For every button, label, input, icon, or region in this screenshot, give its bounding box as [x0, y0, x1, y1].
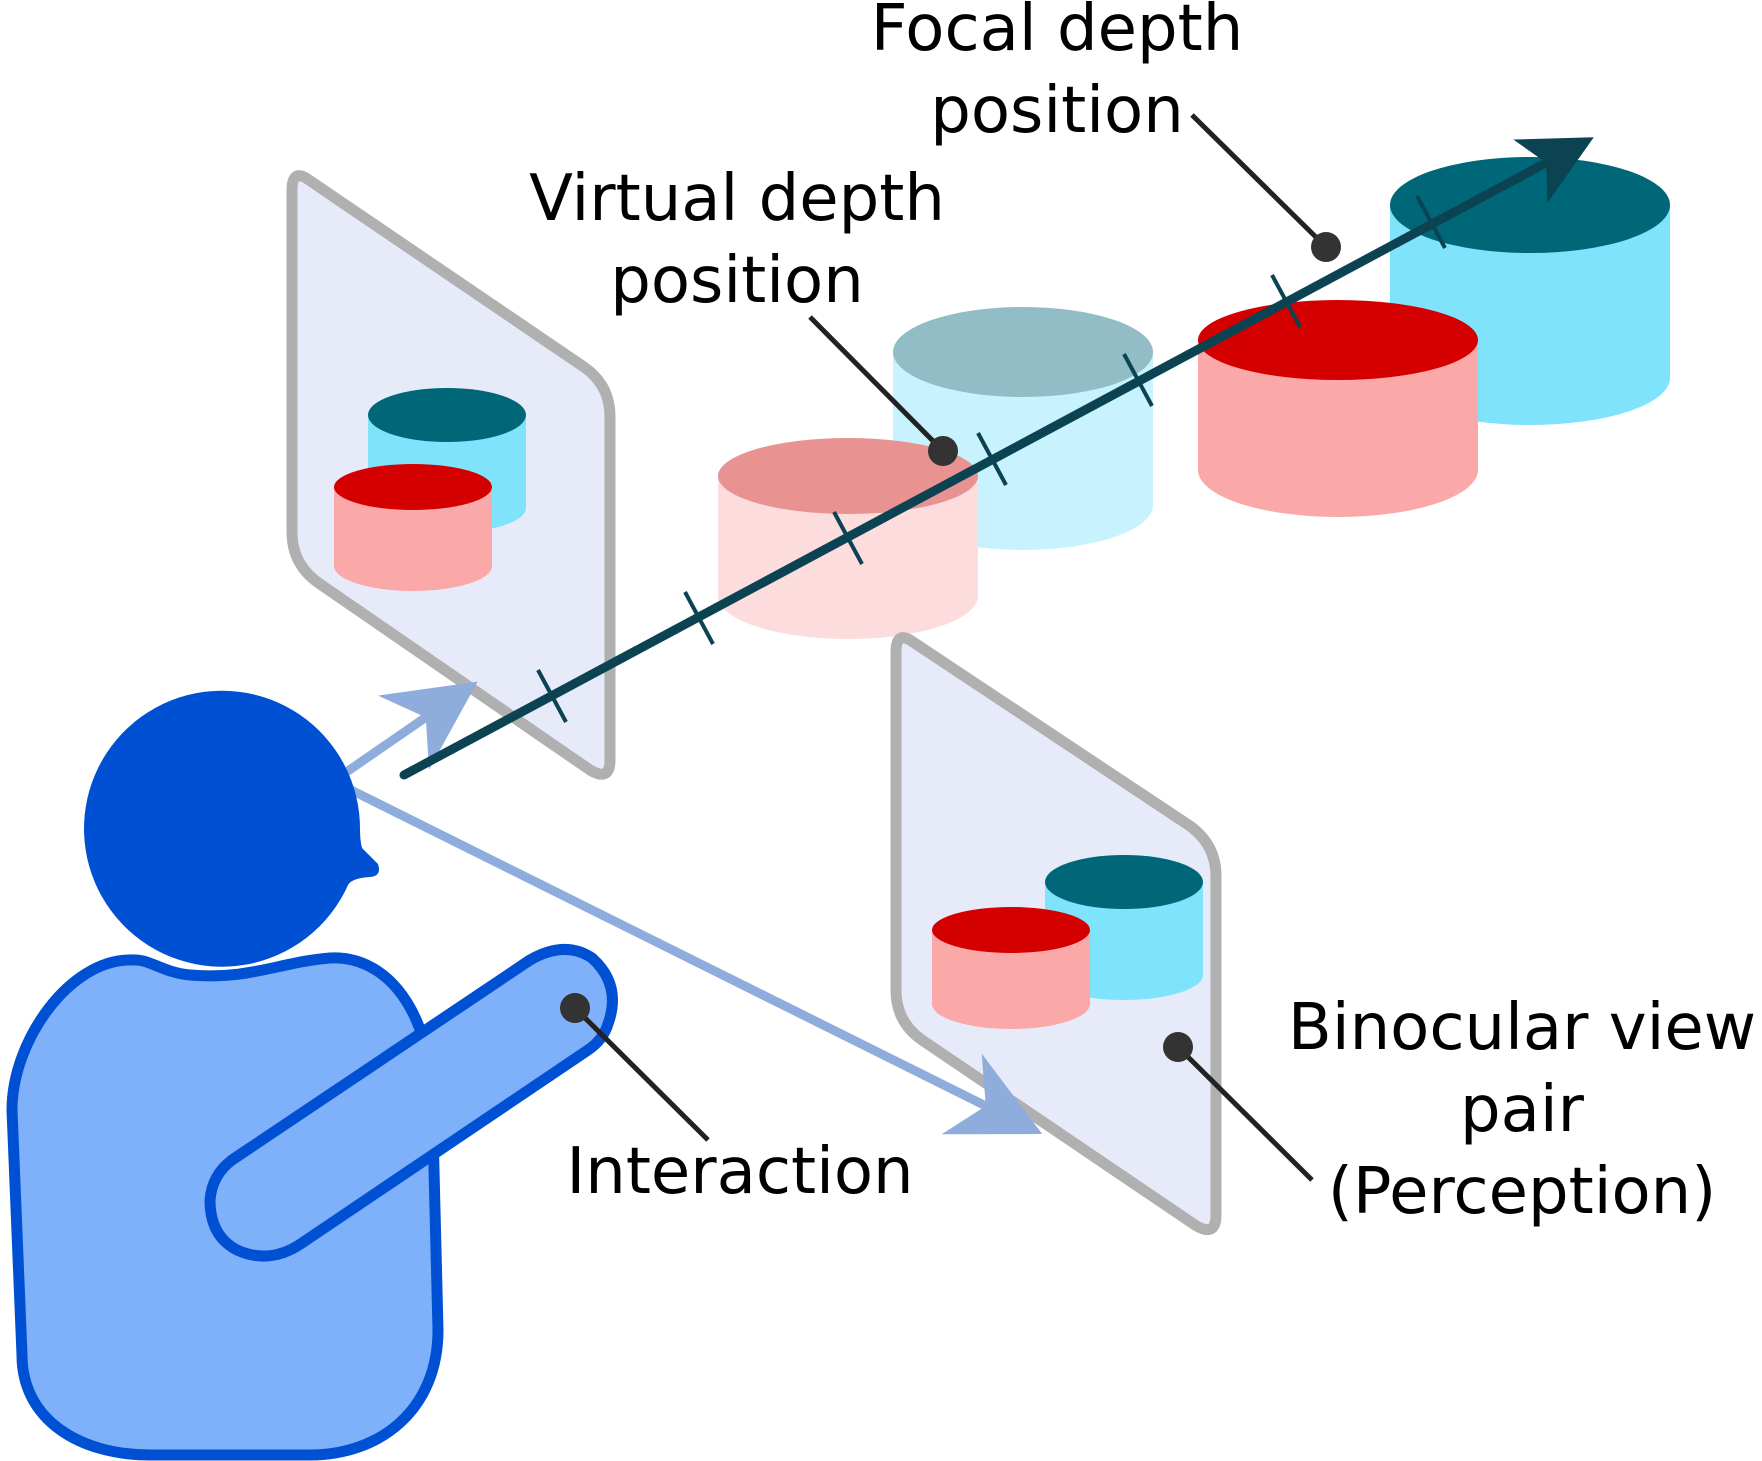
- binocular-label-line3: (Perception): [1328, 1155, 1716, 1229]
- binocular-label-line1: Binocular view: [1288, 991, 1756, 1065]
- depth-axis: [399, 137, 1594, 780]
- axis-tick: [1122, 353, 1154, 407]
- axis-tick: [832, 511, 864, 565]
- focal-depth-label-line1: Focal depth: [871, 0, 1244, 66]
- gaze-arrow-left-icon: [342, 681, 478, 777]
- focal-depth-label-line2: position: [930, 74, 1184, 148]
- axis-tick: [1270, 274, 1302, 328]
- user-head: [84, 690, 379, 967]
- user-arm: [204, 944, 618, 1262]
- focal-red-cylinder: [1198, 300, 1478, 517]
- axis-tick: [683, 591, 715, 645]
- axis-tick: [1415, 195, 1447, 249]
- user-icon: [6, 690, 618, 1461]
- right-panel-red-cylinder: [932, 907, 1090, 1029]
- focal-depth-leader: [1190, 113, 1341, 262]
- interaction-label: Interaction: [566, 1135, 913, 1209]
- right-view-panel: [890, 632, 1222, 1236]
- axis-tick: [976, 432, 1008, 486]
- gaze-arrow-right-icon: [342, 782, 1043, 1135]
- virtual-depth-leader: [808, 315, 958, 466]
- virtual-red-cylinder: [718, 438, 978, 639]
- left-panel-red-cylinder: [334, 464, 492, 591]
- interaction-leader: [560, 993, 710, 1142]
- virtual-depth-label-line1: Virtual depth: [529, 162, 945, 236]
- binocular-label-line2: pair: [1460, 1073, 1585, 1147]
- virtual-depth-label-line2: position: [610, 244, 864, 318]
- axis-tick: [536, 669, 568, 723]
- left-view-panel: [286, 170, 616, 780]
- binocular-leader: [1163, 1032, 1314, 1182]
